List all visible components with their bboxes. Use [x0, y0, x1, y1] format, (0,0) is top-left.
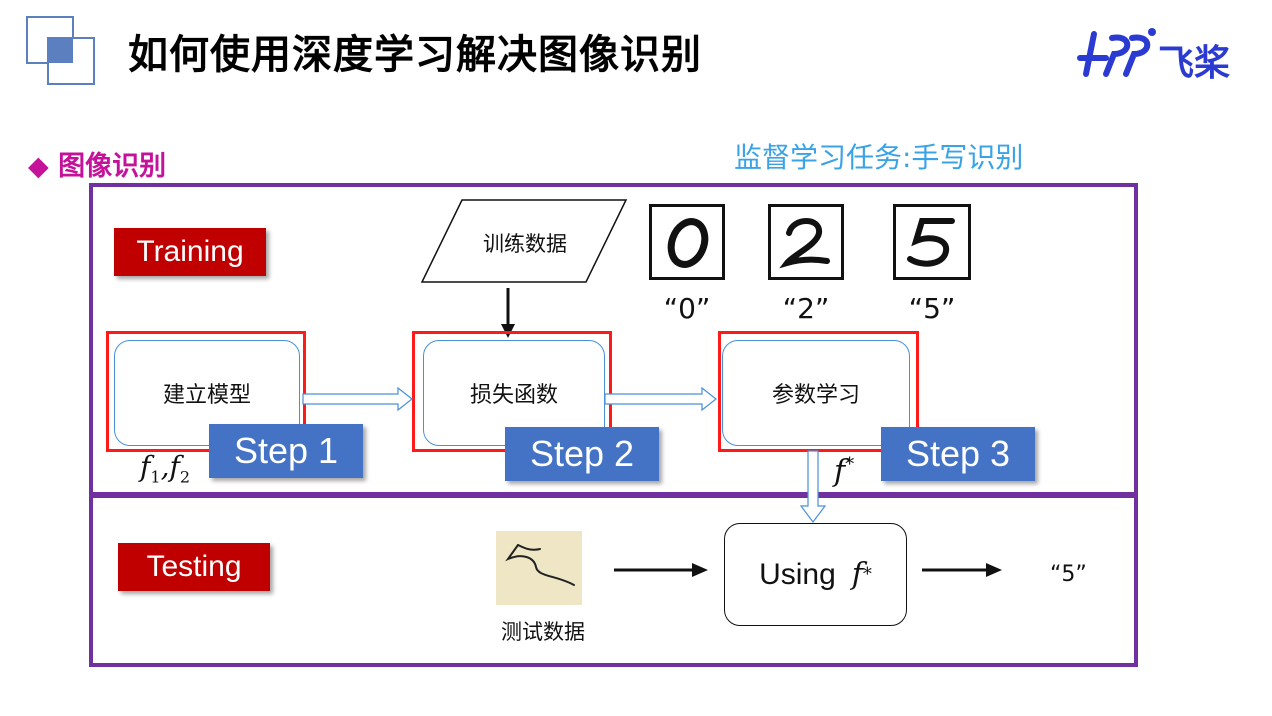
testing-panel	[89, 494, 1138, 667]
f1-symbol: f	[140, 450, 151, 483]
squares-icon	[26, 16, 95, 85]
testing-tag: Testing	[118, 543, 270, 591]
training-data-shape	[420, 199, 628, 283]
task-title: 监督学习任务:手写识别	[734, 141, 1024, 174]
using-text: Using	[759, 557, 836, 591]
test-image	[496, 531, 582, 605]
step-1-label: Step 1	[209, 424, 363, 478]
digit-image-5	[893, 204, 971, 280]
f-star-label: f*	[834, 454, 854, 489]
loss-to-learning-arrow	[604, 386, 717, 412]
function-set-label: f1,f2	[140, 450, 190, 487]
logo-text: 飞桨	[1158, 43, 1231, 84]
digit-label-5: “5”	[908, 292, 956, 325]
model-red-box	[106, 331, 306, 452]
learning-node-label: 参数学习	[771, 383, 860, 408]
f-star-symbol: f	[834, 454, 846, 489]
loss-node-label: 损失函数	[469, 383, 558, 408]
using-f-superscript: *	[862, 564, 872, 585]
f2-symbol: f	[169, 450, 180, 483]
prediction-result: “5”	[1050, 562, 1087, 587]
test-image-to-using-arrow	[614, 563, 708, 577]
function-separator: ,	[160, 450, 170, 483]
step-2-label: Step 2	[505, 427, 659, 481]
f-star-superscript: *	[845, 454, 855, 475]
model-node-label: 建立模型	[162, 383, 251, 408]
using-f-symbol: f	[851, 557, 863, 592]
model-to-loss-arrow	[302, 386, 413, 412]
test-data-label: 测试数据	[501, 620, 585, 644]
step-3-label: Step 3	[881, 427, 1035, 481]
digit-label-2: “2”	[782, 292, 830, 325]
training-tag: Training	[114, 228, 266, 276]
training-data-label: 训练数据	[483, 232, 567, 256]
using-f-star-box: Using f*	[724, 523, 907, 626]
page-title: 如何使用深度学习解决图像识别	[128, 32, 702, 78]
paddle-logo-icon	[1072, 24, 1160, 84]
digit-image-2	[768, 204, 844, 280]
f2-subscript: 2	[179, 467, 191, 487]
handwritten-five-icon	[505, 544, 575, 586]
learning-node: 参数学习	[722, 340, 910, 446]
learning-to-using-arrow	[800, 450, 827, 523]
using-to-result-arrow	[922, 563, 1002, 577]
digit-image-0	[649, 204, 725, 280]
f1-subscript: 1	[150, 467, 161, 487]
section-title: ◆ 图像识别	[28, 151, 167, 182]
slide-corner-decoration	[26, 16, 96, 88]
digit-label-0: “0”	[663, 292, 711, 325]
